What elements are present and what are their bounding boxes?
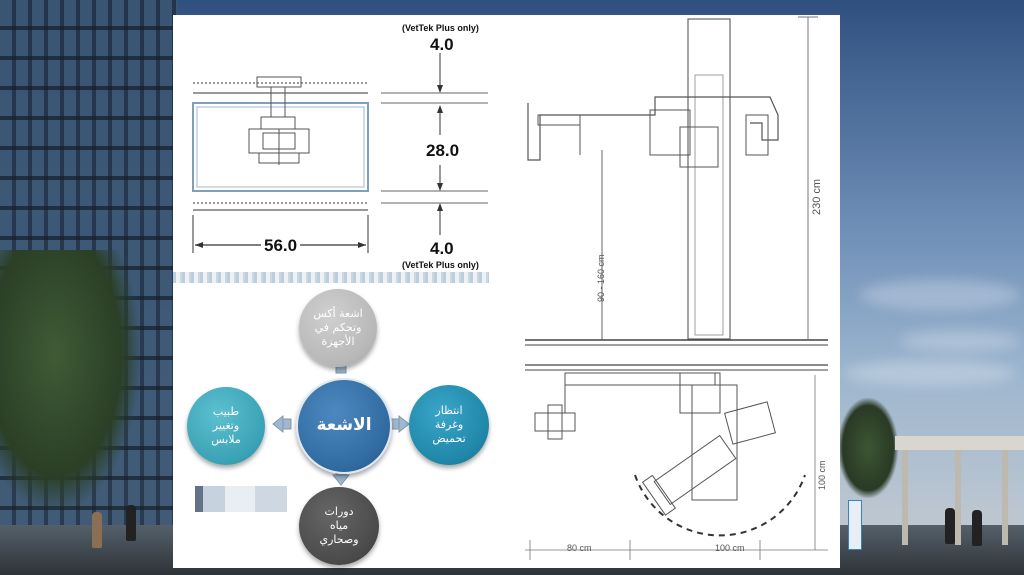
plan-top-note: (VetTek Plus only): [402, 23, 479, 33]
blurred-thumbnail: [195, 486, 287, 512]
diagram-center-label: الاشعة: [316, 415, 372, 436]
diagram-center-node: الاشعة: [296, 378, 392, 474]
cloud: [860, 280, 1020, 310]
tree: [838, 398, 898, 498]
plan-dim-bottom: 4.0: [430, 239, 454, 258]
pavilion-roof: [895, 436, 1024, 450]
pavilion-pillar: [902, 450, 908, 545]
plan-bottom-note: (VetTek Plus only): [402, 260, 479, 270]
tree: [0, 250, 140, 510]
plan-dim-top: 4.0: [430, 35, 454, 54]
arrow-down: [331, 474, 351, 486]
person: [92, 512, 102, 548]
cloud: [900, 330, 1020, 352]
image-strip-artifact: [173, 272, 489, 283]
arrow-left-stem: [282, 418, 292, 430]
elevation-width-left: 80 cm: [567, 543, 592, 553]
plan-view-drawing: (VetTek Plus only) 4.0 28.0 4.0 (VetTek …: [173, 15, 500, 272]
diagram-left-label: طبيب وتغيير ملابس: [211, 405, 241, 446]
arrow-right-stem: [390, 418, 400, 430]
diagram-top-label: اشعة أكس وتحكم في الأجهزة: [313, 307, 363, 348]
plan-view-svg: [192, 53, 488, 253]
pavilion-pillar: [955, 450, 961, 545]
person: [126, 505, 136, 541]
radial-diagram: الاشعة اشعة أكس وتحكم في الأجهزة انتظار …: [173, 283, 503, 568]
elevation-height-range: 90 - 160 cm: [596, 254, 606, 302]
person: [972, 510, 982, 546]
plan-dim-middle: 28.0: [426, 141, 460, 160]
elevation-svg: [525, 16, 828, 560]
kiosk: [848, 500, 862, 550]
elevation-height-total: 230 cm: [811, 178, 823, 215]
diagram-top-node: اشعة أكس وتحكم في الأجهزة: [299, 289, 377, 367]
diagram-right-node: انتظار وغرفة تحميض: [409, 385, 489, 465]
elevation-height-lower: 100 cm: [817, 460, 827, 490]
diagram-left-node: طبيب وتغيير ملابس: [187, 387, 265, 465]
arrow-right: [398, 414, 410, 434]
person: [945, 508, 955, 544]
cloud: [845, 360, 1015, 386]
elevation-width-right: 100 cm: [715, 543, 745, 553]
elevation-drawing: 230 cm 90 - 160 cm 100 cm 80 cm 100 cm: [510, 15, 840, 568]
plan-dim-width: 56.0: [261, 236, 301, 256]
diagram-bottom-label: دورات مياه وصحاري: [319, 505, 359, 546]
pavilion-pillar: [1002, 450, 1008, 545]
diagram-right-label: انتظار وغرفة تحميض: [432, 404, 466, 445]
arrow-left: [272, 414, 284, 434]
diagram-bottom-node: دورات مياه وصحاري: [299, 487, 379, 565]
